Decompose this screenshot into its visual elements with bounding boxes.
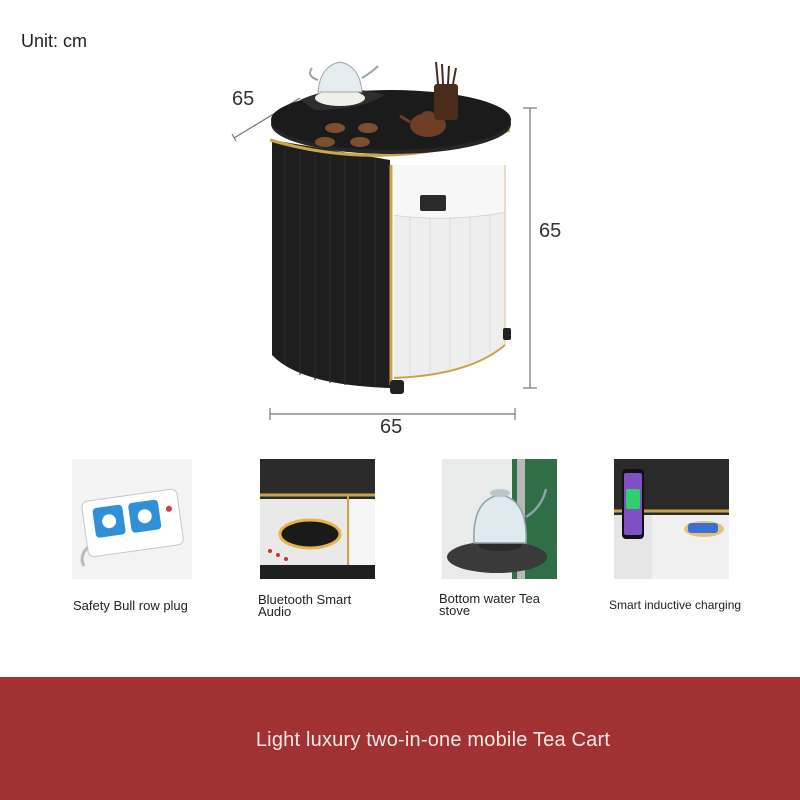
feature-bluetooth-audio: Bluetooth Smart Audio <box>258 459 408 629</box>
feature-inductive-charging: Smart inductive charging <box>609 459 759 629</box>
tea-cart-illustration <box>231 61 537 420</box>
footer-title: Light luxury two-in-one mobile Tea Cart <box>255 729 611 751</box>
feature-tea-stove: Bottom water Tea stove <box>439 459 589 629</box>
power-strip-thumbnail <box>72 459 192 579</box>
dimension-height: 65 <box>539 220 562 242</box>
feature-caption: Smart inductive charging <box>609 598 742 612</box>
dimension-depth: 65 <box>232 88 255 110</box>
kettle-thumbnail <box>442 459 557 579</box>
footer-banner: Light luxury two-in-one mobile Tea Cart <box>0 677 800 800</box>
feature-caption: Bottom water Tea stove <box>439 591 540 618</box>
phone-charging-thumbnail <box>614 459 729 579</box>
feature-caption: Bluetooth Smart Audio <box>258 592 352 619</box>
dimension-width: 65 <box>380 416 403 438</box>
unit-label: Unit: cm <box>21 31 88 51</box>
speaker-thumbnail <box>260 459 375 579</box>
feature-power-strip: Safety Bull row plug <box>72 459 222 629</box>
feature-caption: Safety Bull row plug <box>73 598 188 613</box>
